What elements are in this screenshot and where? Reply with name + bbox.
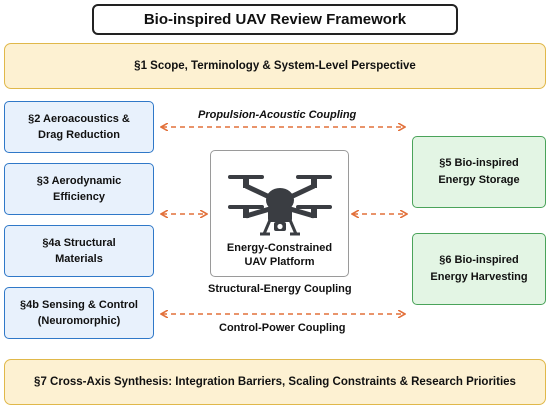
synthesis-band: §7 Cross-Axis Synthesis: Integration Bar… xyxy=(4,359,546,405)
structural-energy-label: Structural-Energy Coupling xyxy=(208,283,352,295)
section-sensing-control: §4b Sensing & Control (Neuromorphic) xyxy=(4,287,154,339)
section-energy-harvesting: §6 Bio-inspired Energy Harvesting xyxy=(412,233,546,305)
propulsion-acoustic-label: Propulsion-Acoustic Coupling xyxy=(198,109,357,121)
section-aeroacoustics: §2 Aeroacoustics & Drag Reduction xyxy=(4,101,154,153)
section-aerodynamic-efficiency: §3 Aerodynamic Efficiency xyxy=(4,163,154,215)
section-structural-materials: §4a Structural Materials xyxy=(4,225,154,277)
section-energy-storage: §5 Bio-inspired Energy Storage xyxy=(412,136,546,208)
page-title: Bio-inspired UAV Review Framework xyxy=(92,4,458,35)
scope-band: §1 Scope, Terminology & System-Level Per… xyxy=(4,43,546,89)
quadcopter-drone-icon xyxy=(228,175,332,236)
control-power-label: Control-Power Coupling xyxy=(219,322,346,334)
uav-platform-label: Energy-Constrained UAV Platform xyxy=(226,242,333,268)
